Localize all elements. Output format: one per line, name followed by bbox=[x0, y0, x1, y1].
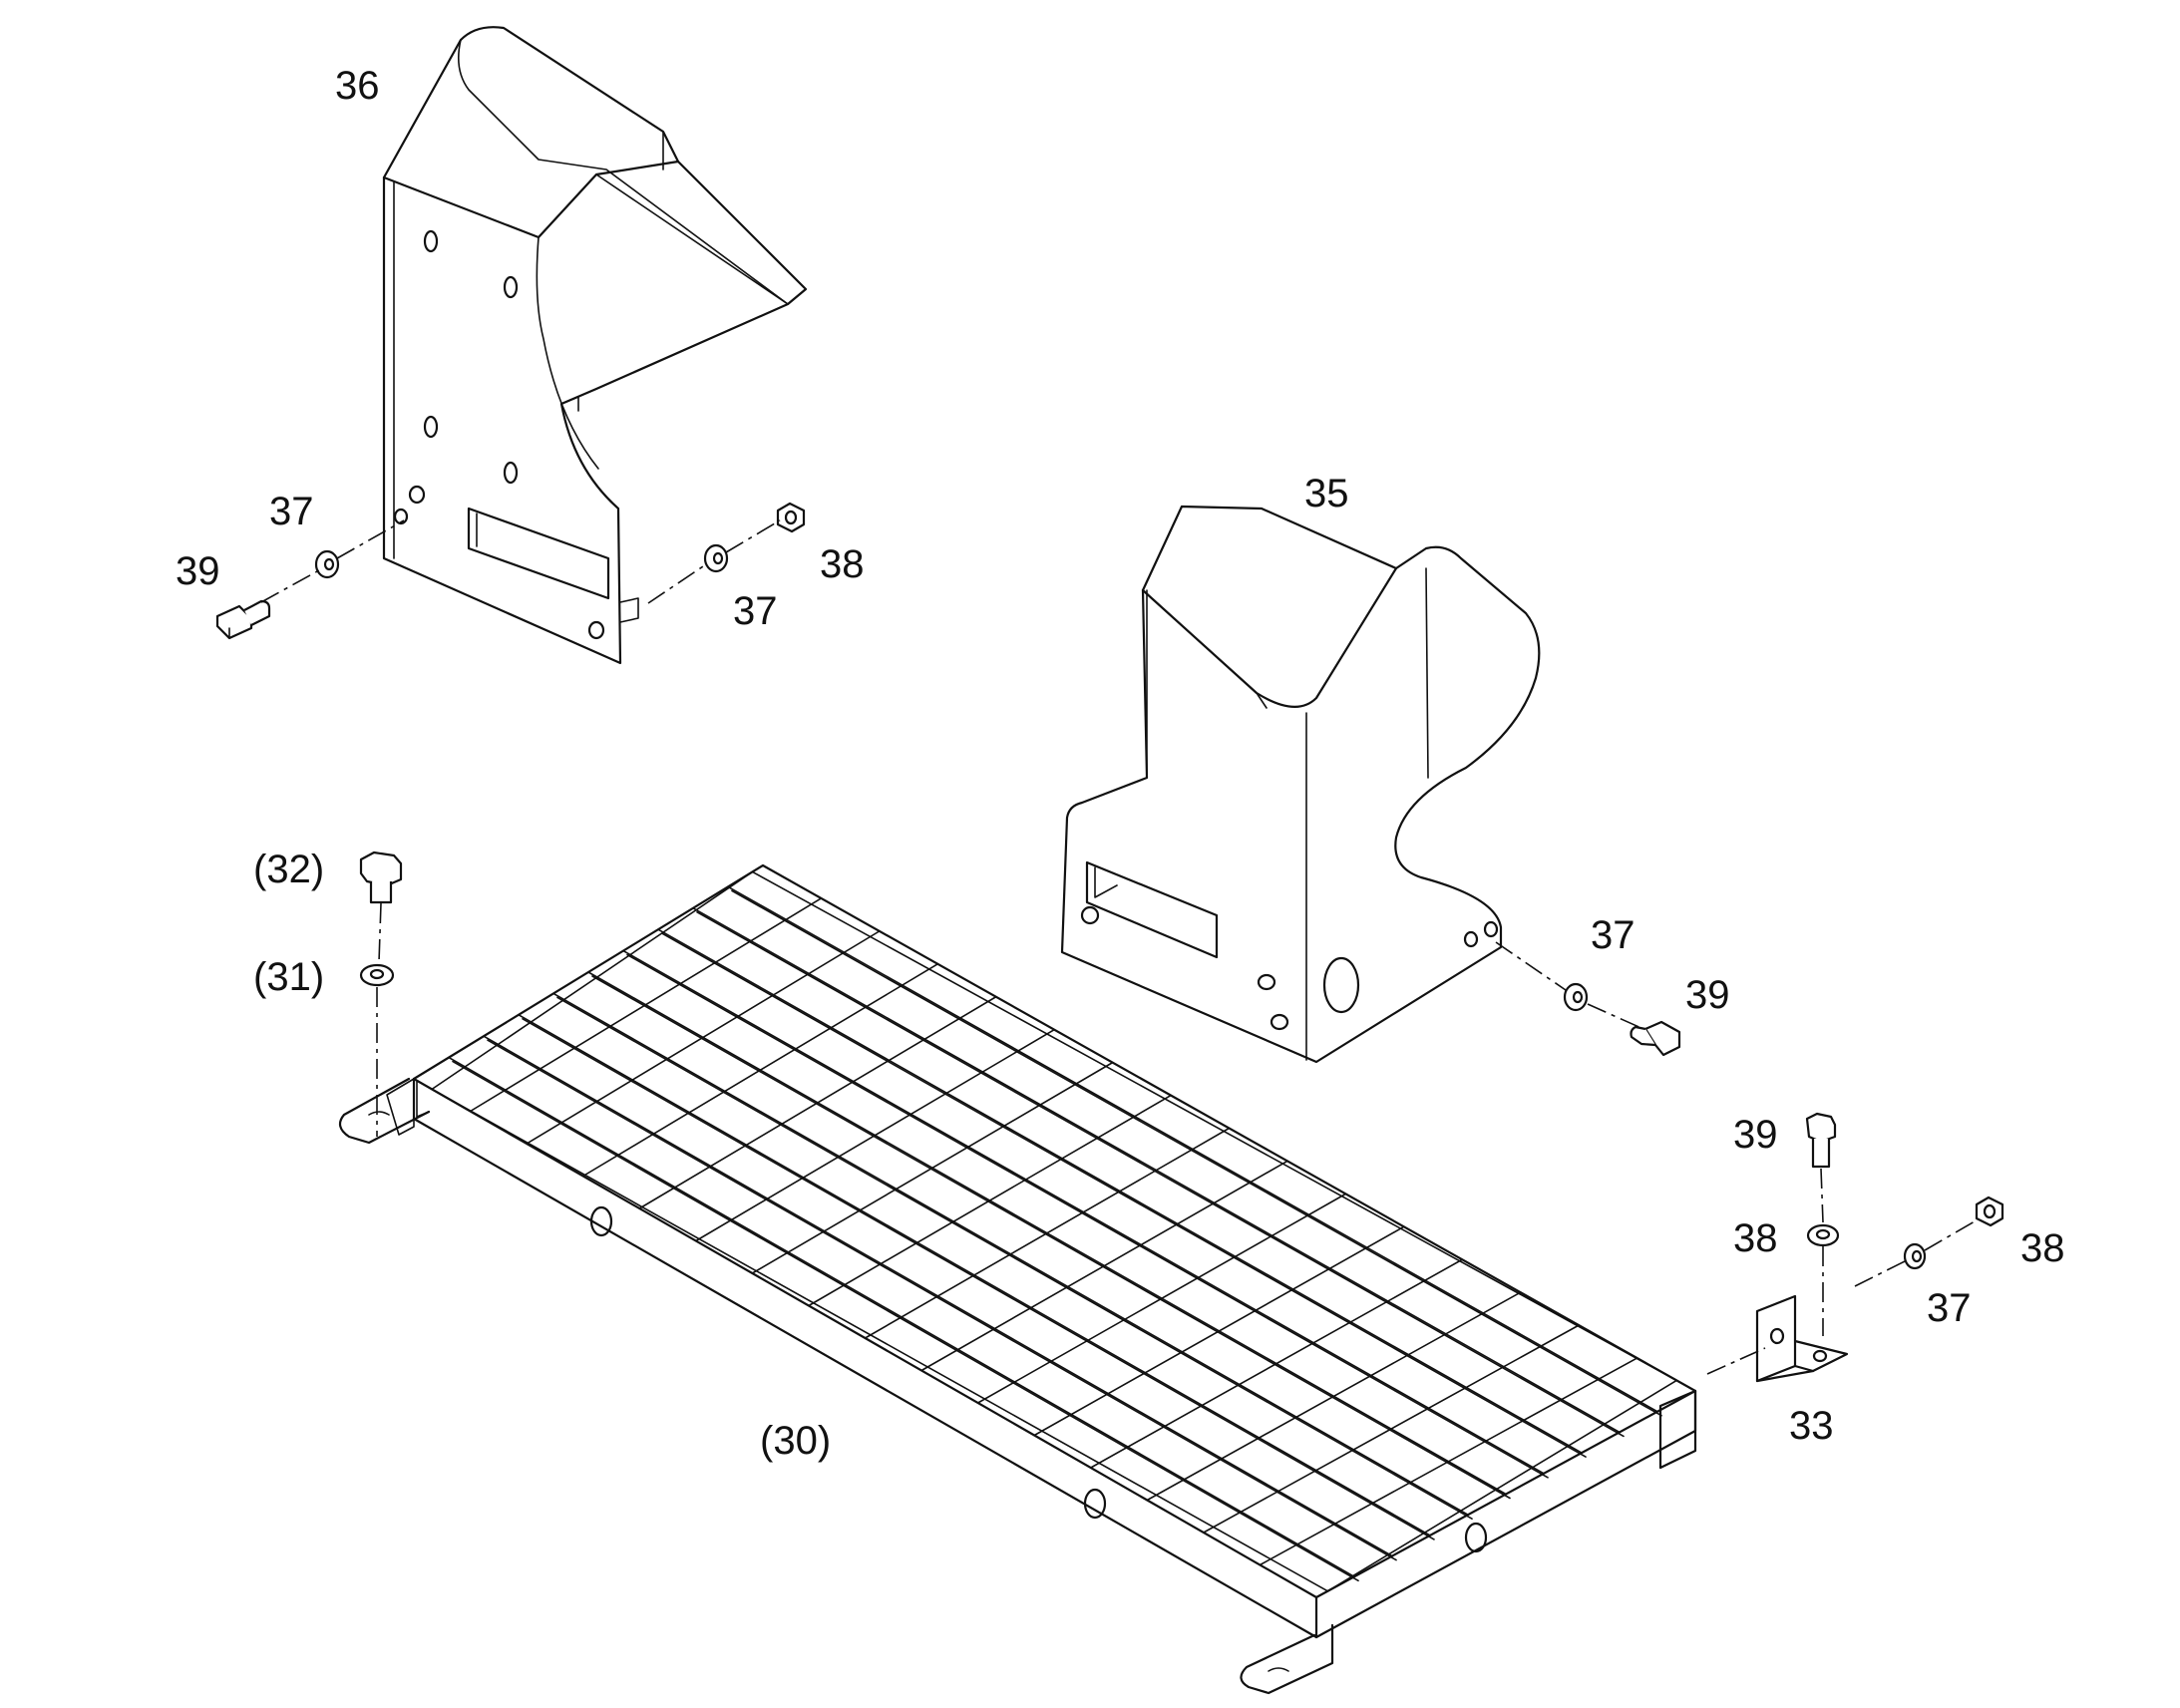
nut-38-top bbox=[776, 502, 806, 533]
callout-38: 38 bbox=[2020, 1226, 2065, 1270]
bolt-39-right bbox=[1630, 1020, 1681, 1057]
bolt-32 bbox=[359, 851, 403, 904]
callout-31: (31) bbox=[253, 955, 325, 999]
callout-32: (32) bbox=[253, 848, 325, 891]
bolt-39-left bbox=[215, 599, 271, 640]
callout-39: 39 bbox=[1733, 1113, 1778, 1157]
callout-33: 33 bbox=[1789, 1404, 1834, 1448]
washer-37-right bbox=[1563, 982, 1589, 1012]
washer-37-far-right bbox=[1903, 1242, 1927, 1270]
bolt-39-vertical bbox=[1805, 1112, 1837, 1169]
callout-37: 37 bbox=[733, 589, 778, 633]
callout-37: 37 bbox=[1927, 1286, 1972, 1330]
washer-37-mid bbox=[703, 543, 729, 573]
bracket-35 bbox=[1060, 505, 1541, 1064]
washer-37-left bbox=[314, 549, 340, 579]
bracket-36 bbox=[382, 26, 808, 665]
callout-30: (30) bbox=[760, 1419, 832, 1463]
assembly-lines bbox=[260, 519, 1976, 1375]
washer-38 bbox=[1806, 1223, 1840, 1247]
callout-39: 39 bbox=[176, 549, 220, 593]
callout-38: 38 bbox=[1733, 1216, 1778, 1260]
callout-38: 38 bbox=[820, 542, 865, 586]
callout-37: 37 bbox=[1591, 913, 1635, 957]
grating-step-30 bbox=[338, 863, 1697, 1695]
angle-bracket-33 bbox=[1755, 1294, 1849, 1383]
nut-38-far-right bbox=[1975, 1196, 2004, 1227]
callout-39: 39 bbox=[1685, 973, 1730, 1017]
callout-35: 35 bbox=[1304, 472, 1349, 515]
washer-31 bbox=[359, 963, 395, 987]
callout-37: 37 bbox=[269, 490, 314, 533]
callout-36: 36 bbox=[335, 64, 380, 108]
